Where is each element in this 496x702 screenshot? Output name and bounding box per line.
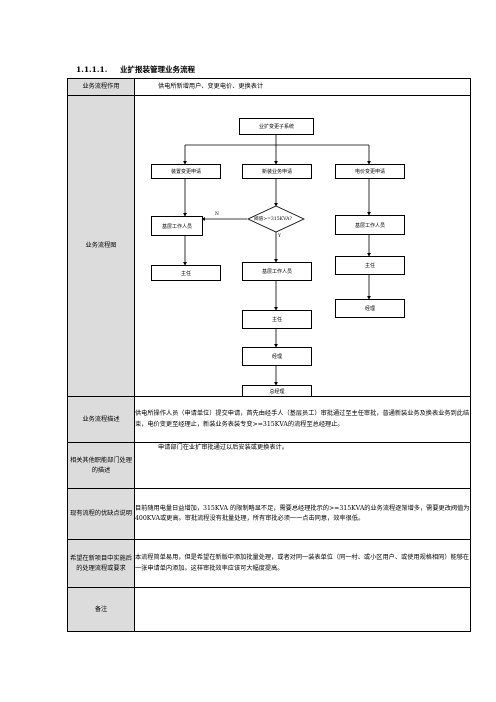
label-diagram: 业务流程图 <box>67 95 135 397</box>
process-table: 业务流程作用 供电所新增用户、变更电价、更换表计 业务流程图 <box>67 78 471 632</box>
row-diagram: 业务流程图 <box>67 95 472 397</box>
row-hope: 希望在新项目中实施后的处理流程或要求 本流程简单易用，但是希望在新版中添加批量处… <box>67 539 471 588</box>
node-mid-staff: 基层工作人员 <box>242 262 312 281</box>
flowchart-cell: 业扩变更子系统 装置变更申请 新装业务申请 电价变更申请 阀值>=315KVA?… <box>134 95 472 397</box>
value-related: 申请部门在业扩审批通过以后安装或更换表计。 <box>134 442 471 489</box>
value-hope: 本流程简单易用，但是希望在新版中添加批量处理，或者对同一装表单位（同一村、或小区… <box>134 539 471 588</box>
node-right-staff: 基层工作人员 <box>335 215 405 235</box>
flowchart: 业扩变更子系统 装置变更申请 新装业务申请 电价变更申请 阀值>=315KVA?… <box>135 96 472 397</box>
node-mid-manager: 经理 <box>242 347 312 366</box>
row-remarks: 备注 <box>67 587 471 632</box>
label-hope: 希望在新项目中实施后的处理流程或要求 <box>67 539 135 588</box>
node-branch-left: 装置变更申请 <box>151 164 221 179</box>
label-yes: Y <box>278 234 281 239</box>
section-heading: 1.1.1.1. 业扩报装管理业务流程 <box>76 64 195 75</box>
row-pros-cons: 现有流程的优缺点说明 目前随用电量日益增加，315KVA 的限制略显不足，需要总… <box>67 488 471 540</box>
value-pros-cons: 目前随用电量日益增加，315KVA 的限制略显不足，需要总经理批示的>=315K… <box>134 488 471 540</box>
node-branch-right: 电价变更申请 <box>335 164 405 179</box>
row-related: 相关其他职能部门处理的描述 申请部门在业扩审批通过以后安装或更换表计。 <box>67 442 471 489</box>
row-description: 业务流程描述 供电所操作人员（申请单位）提交申请，首先由经手人（基层员工）审批通… <box>67 396 471 443</box>
node-left-staff: 基层工作人员 <box>151 216 203 236</box>
value-description: 供电所操作人员（申请单位）提交申请，首先由经手人（基层员工）审批通过至主任审批，… <box>134 396 471 443</box>
value-remarks <box>134 587 471 632</box>
node-left-director: 主任 <box>151 265 221 281</box>
node-right-manager: 经理 <box>335 299 405 318</box>
flowchart-connectors <box>183 134 371 386</box>
section-title: 业扩报装管理业务流程 <box>119 65 195 74</box>
label-remarks: 备注 <box>67 587 135 632</box>
label-no: N <box>215 212 219 217</box>
label-function: 业务流程作用 <box>67 78 135 96</box>
node-mid-gm: 总经理 <box>242 385 312 397</box>
row-function: 业务流程作用 供电所新增用户、变更电价、更换表计 <box>67 78 471 96</box>
node-root: 业扩变更子系统 <box>239 118 314 135</box>
label-description: 业务流程描述 <box>67 396 135 443</box>
node-right-director: 主任 <box>335 256 405 275</box>
section-number: 1.1.1.1. <box>76 65 108 74</box>
node-branch-mid: 新装业务申请 <box>242 164 312 179</box>
label-related: 相关其他职能部门处理的描述 <box>67 442 135 489</box>
label-pros-cons: 现有流程的优缺点说明 <box>67 488 135 540</box>
value-function: 供电所新增用户、变更电价、更换表计 <box>134 78 471 96</box>
node-mid-director: 主任 <box>242 310 312 329</box>
node-decision: 阀值>=315KVA? <box>254 217 292 222</box>
